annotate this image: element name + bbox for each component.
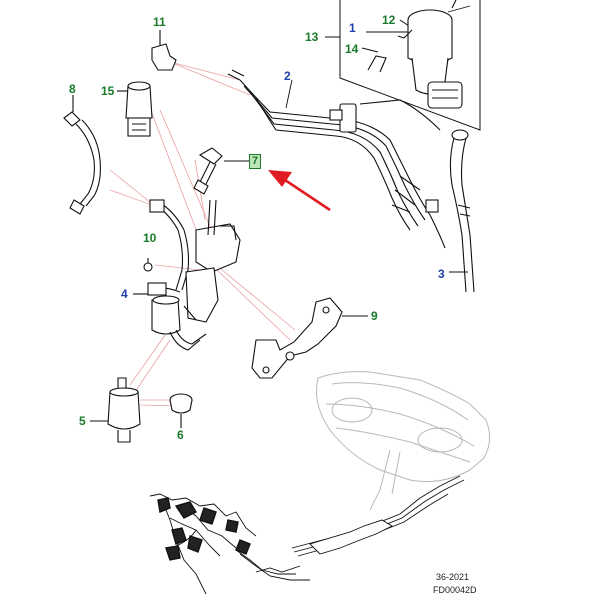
mounting-bracket-icon — [251, 297, 368, 379]
callout-13: 13 — [305, 30, 319, 44]
callout-7: 7 — [249, 154, 262, 169]
callout-2: 2 — [284, 69, 291, 83]
callout-ticks — [134, 79, 468, 295]
grommet-icon — [169, 393, 193, 428]
filler-pipe-icon — [449, 129, 475, 293]
leader-lines — [109, 61, 296, 407]
callout-14: 14 — [345, 42, 359, 56]
callout-12: 12 — [382, 13, 396, 27]
breather-hose-icon — [63, 95, 101, 215]
highlight-arrow — [268, 170, 331, 212]
fuel-tank-outline-icon — [316, 371, 490, 511]
clip-icon — [367, 55, 387, 73]
callout-4: 4 — [121, 287, 128, 301]
underbody-lines-icon — [149, 475, 465, 595]
section-reference: 36-2021 — [436, 572, 470, 582]
callout-15: 15 — [101, 84, 115, 98]
figure-reference: FD00042D — [433, 585, 477, 595]
fuel-line-bundle-icon — [227, 69, 446, 249]
filter-canister-icon — [117, 81, 153, 137]
bracket-clip-icon — [151, 30, 177, 71]
callout-10: 10 — [143, 231, 157, 245]
wiring-harness-icon — [157, 497, 251, 561]
callout-6: 6 — [177, 428, 184, 442]
purge-valve-assembly-icon — [133, 199, 241, 351]
fuel-filter-icon — [90, 377, 141, 443]
vapour-hose-icon — [193, 147, 250, 195]
callout-8: 8 — [69, 82, 76, 96]
fuel-pump-module-icon — [397, 0, 471, 109]
callout-9: 9 — [371, 309, 378, 323]
callout-11: 11 — [153, 15, 166, 29]
inset-frame — [325, 0, 481, 131]
callout-3: 3 — [438, 267, 445, 281]
callout-5: 5 — [79, 414, 86, 428]
callout-1: 1 — [349, 21, 356, 35]
